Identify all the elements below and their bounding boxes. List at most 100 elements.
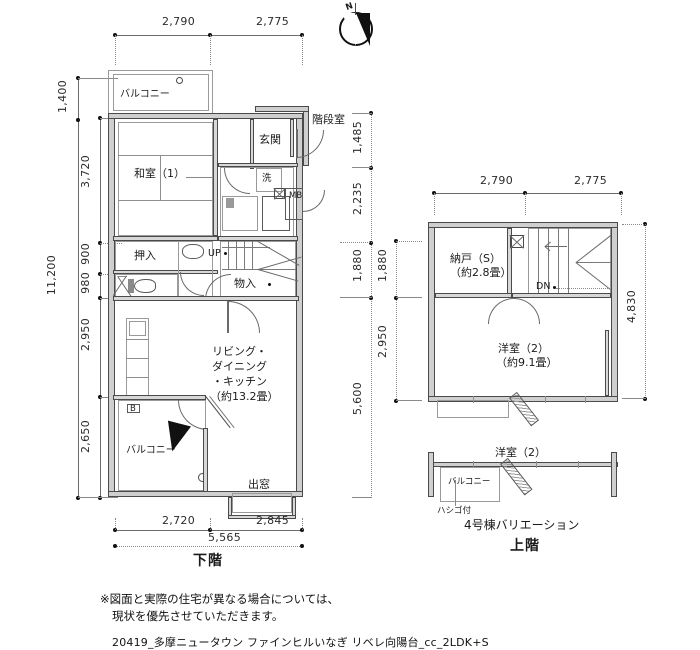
dim-tick — [76, 496, 80, 500]
dim-upper-right-rule — [645, 224, 646, 400]
compass-pointer — [355, 3, 356, 15]
stair-direction-arrow — [545, 246, 567, 247]
balcony-north-label: バルコニー — [120, 89, 170, 100]
dim-ext — [352, 167, 372, 168]
dim-tick — [369, 296, 373, 300]
dim-tick — [76, 118, 80, 122]
ldk-label-line4: （約13.2畳） — [210, 390, 279, 403]
dim-left-3720: 3,720 — [79, 155, 92, 188]
wall-genkan-right — [290, 119, 294, 157]
dim-tick — [394, 296, 398, 300]
wall-exterior-top — [108, 113, 303, 119]
dim-ext — [78, 78, 118, 79]
wall-top-right-cap — [255, 106, 309, 112]
ldk-label-line2: ダイニング — [212, 360, 267, 373]
dim-tick — [369, 166, 373, 170]
dim-bottom-1: 2,720 — [162, 514, 195, 527]
stairs-down-label: DN — [536, 281, 551, 292]
upper-wall-stair-bottom — [512, 293, 611, 298]
variation-ladder-label: ハシゴ付 — [437, 506, 472, 516]
ldk-label-line1: リビング・ — [212, 345, 267, 358]
stair-riser — [252, 241, 253, 269]
dim-left-inner-rule — [100, 118, 101, 498]
dn-leader — [556, 288, 608, 289]
up-arrow-dot — [224, 252, 227, 255]
upper-wall-left — [428, 222, 435, 402]
wall-exterior-right — [296, 113, 303, 497]
dim-left-total-11200: 11,200 — [45, 255, 58, 296]
dim-left-980: 980 — [79, 272, 92, 294]
variation-sash-mullion — [536, 461, 537, 468]
compass-needle-light — [342, 13, 356, 46]
dim-upper-top-2: 2,775 — [574, 174, 607, 187]
genkan-door-swing — [296, 130, 324, 158]
dim-ext — [302, 518, 303, 530]
lavatory-basin-icon — [182, 244, 204, 259]
cabinet-div — [126, 377, 149, 378]
dim-upper-left-rule — [396, 241, 397, 401]
kaidanshitsu-label: 階段室 — [312, 113, 345, 126]
dim-ext — [210, 518, 211, 530]
variation-balcony-outline — [440, 467, 500, 502]
dim-left-outer-rule — [78, 78, 79, 498]
variation-sash-mullion — [578, 461, 579, 468]
dim-ext — [396, 297, 422, 298]
dim-ext — [396, 241, 422, 242]
stair-riser — [228, 241, 229, 269]
dim-mid-2235: 2,235 — [351, 182, 364, 215]
balcony-south-label: バルコニー — [126, 445, 176, 456]
genkan-door-panel — [296, 129, 298, 158]
sash-mullion — [545, 396, 546, 403]
dim-ext — [352, 497, 372, 498]
dim-top-1: 2,790 — [162, 15, 195, 28]
youshitsu-label-line1: 洋室（2） — [498, 342, 549, 355]
stair-riser — [244, 241, 245, 269]
dim-ext — [340, 242, 372, 243]
genkan-label: 玄関 — [259, 133, 281, 146]
balcony-north-inner — [113, 74, 209, 111]
dim-tick — [113, 528, 117, 532]
demado-label: 出窓 — [248, 478, 270, 491]
variation-wall-right — [611, 452, 617, 497]
plan-title-caption: 20419_多摩ニュータウン ファインヒルいなぎ リベレ向陽台_cc_2LDK+… — [112, 636, 489, 649]
dim-ext — [115, 35, 116, 65]
wall-stair-top — [218, 236, 298, 241]
dim-tick — [113, 544, 117, 548]
wall-genkan-left — [250, 119, 254, 169]
upper-wall-right-inner — [605, 330, 609, 396]
dim-tick — [300, 544, 304, 548]
stair-riser — [548, 228, 549, 296]
meter-box-label: MB — [289, 191, 303, 201]
dim-ext — [396, 400, 422, 401]
stair-riser — [568, 228, 569, 296]
variation-balcony-label: バルコニー — [448, 477, 491, 487]
disclaimer-line-2: 現状を優先させていただきます。 — [112, 609, 284, 623]
sen-box — [256, 168, 282, 192]
washitsu-leader — [186, 177, 212, 178]
wall-oshiire-bottom — [113, 270, 218, 274]
variation-title: 4号棟バリエーション — [464, 518, 580, 532]
dim-ext — [78, 497, 118, 498]
dim-tick — [394, 399, 398, 403]
dim-ext — [302, 35, 303, 65]
tatami-line — [160, 155, 161, 201]
variation-sash-mullion — [473, 461, 474, 468]
dim-tick — [300, 528, 304, 532]
dim-tick — [98, 496, 102, 500]
cabinet-div — [126, 339, 149, 340]
washroom-sub — [222, 196, 258, 231]
variation-wall-left — [428, 452, 434, 497]
monoire-dot — [268, 283, 271, 286]
dim-tick — [643, 397, 647, 401]
cabinet-div — [126, 358, 149, 359]
ladder-leader — [455, 480, 456, 506]
dim-upper-top-1: 2,790 — [480, 174, 513, 187]
balcony-outlet-label: B — [130, 404, 136, 414]
dim-ext — [210, 35, 211, 65]
wall-bath-top — [218, 163, 298, 167]
sen-label: 洗 — [262, 173, 272, 184]
kitchen-counter-inner — [129, 321, 146, 336]
ldk-label-line3: ・キッチン — [212, 375, 267, 388]
stair-riser — [538, 228, 539, 296]
toilet-window-line — [118, 276, 127, 277]
